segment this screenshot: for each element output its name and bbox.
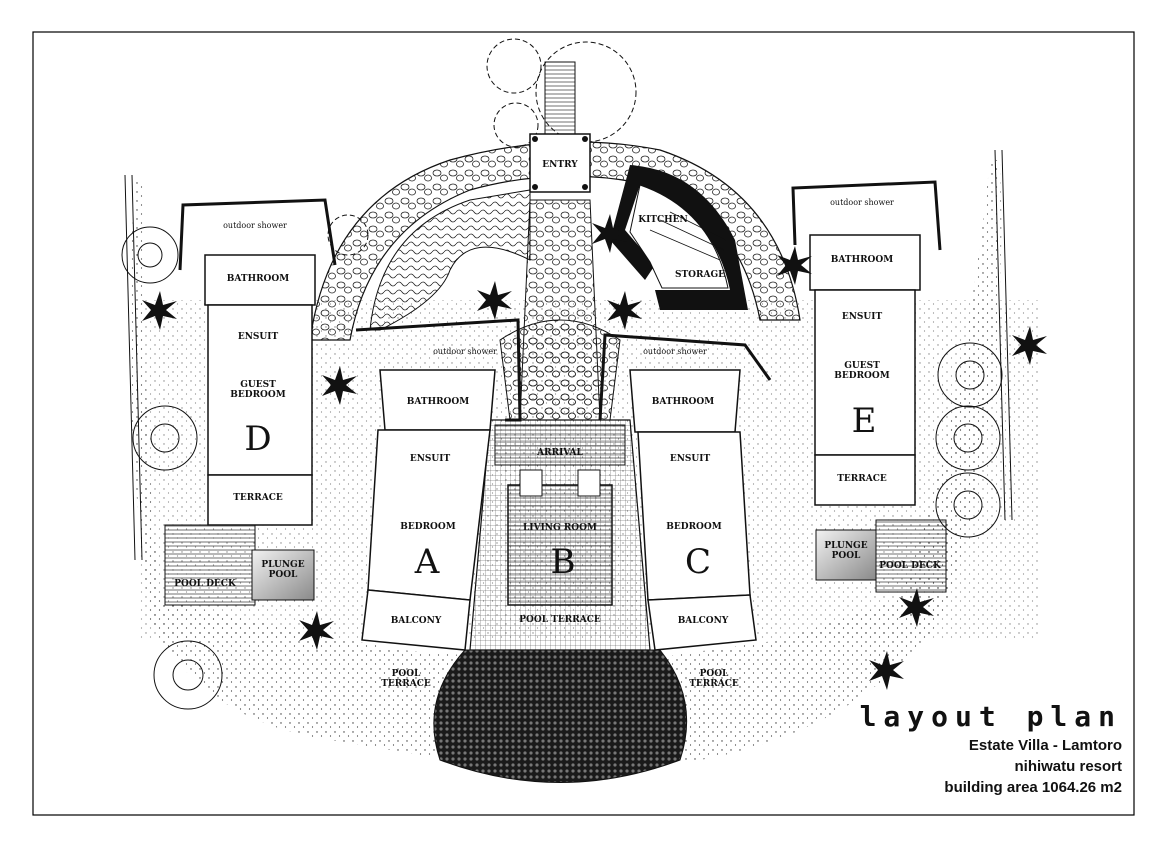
villa-a: outdoor shower BATHROOM ENSUIT BEDROOM A…	[355, 318, 522, 651]
entry-label: ENTRY	[542, 160, 578, 170]
entry-stairs	[544, 61, 576, 135]
villa-a-bathroom: BATHROOM	[407, 397, 469, 407]
villa-a-balcony: BALCONY	[391, 616, 442, 626]
villa-c-balcony: BALCONY	[678, 616, 729, 626]
kitchen-wall	[610, 165, 748, 310]
pool-deck-right	[875, 519, 947, 593]
plan-subtitle-2: nihiwatu resort	[1014, 758, 1122, 775]
villa-b-letter: B	[551, 542, 576, 582]
villa-d-outdoor-shower: outdoor shower	[223, 221, 287, 230]
pool-deck-left-label: POOL DECK	[174, 579, 237, 589]
villa-e-outdoor-shower: outdoor shower	[830, 198, 894, 207]
pool-terrace-center-label: POOL TERRACE	[519, 615, 601, 625]
kitchen-floor	[629, 184, 729, 289]
plan-subtitle-3: building area 1064.26 m2	[944, 779, 1122, 796]
plunge-pool-right	[815, 529, 877, 581]
villa-d-terrace: TERRACE	[233, 493, 283, 503]
villa-c-outdoor-shower: outdoor shower	[643, 347, 707, 356]
villa-a-letter: A	[414, 542, 440, 582]
villa-b: ARRIVAL LIVING ROOM B POOL TERRACE	[469, 419, 651, 651]
villa-a-bedroom: BEDROOM	[400, 522, 455, 532]
title-block: layout plan Estate Villa - Lamtoro nihiw…	[860, 700, 1122, 796]
villa-e-ensuit: ENSUIT	[842, 312, 883, 322]
sheet-border	[32, 31, 1135, 816]
villa-e-letter: E	[852, 401, 877, 441]
tree-canopy	[535, 41, 637, 143]
plunge-pool-left	[251, 549, 315, 601]
villa-e-terrace: TERRACE	[837, 474, 887, 484]
wave-water	[369, 189, 531, 331]
villa-e-bathroom: BATHROOM	[831, 255, 893, 265]
central-pool	[433, 649, 688, 783]
storage-label: STORAGE	[675, 270, 725, 280]
kitchen-label: KITCHEN	[638, 215, 687, 225]
plan-heading: layout plan	[859, 700, 1122, 733]
villa-c-bathroom: BATHROOM	[652, 397, 714, 407]
villa-c-letter: C	[685, 542, 711, 582]
villa-d-bathroom: BATHROOM	[227, 274, 289, 284]
villa-d-ensuit: ENSUIT	[238, 332, 279, 342]
villa-d-letter: D	[244, 419, 271, 459]
pool-deck-left	[164, 524, 256, 606]
palm-trees	[142, 214, 1047, 690]
villa-c-bedroom: BEDROOM	[666, 522, 721, 532]
villa-c-ensuit: ENSUIT	[670, 454, 711, 464]
trees	[121, 226, 1003, 710]
living-room-label: LIVING ROOM	[523, 523, 597, 533]
pool-deck-right-label: POOL DECK	[879, 561, 942, 571]
arrival-label: ARRIVAL	[536, 448, 583, 458]
plan-subtitle-1: Estate Villa - Lamtoro	[968, 737, 1122, 754]
entry-pavilion: ENTRY	[529, 133, 591, 193]
villa-c: outdoor shower BATHROOM ENSUIT BEDROOM C…	[598, 333, 772, 651]
villa-a-ensuit: ENSUIT	[410, 454, 451, 464]
tree-canopy	[486, 38, 542, 94]
villa-a-outdoor-shower: outdoor shower	[433, 347, 497, 356]
